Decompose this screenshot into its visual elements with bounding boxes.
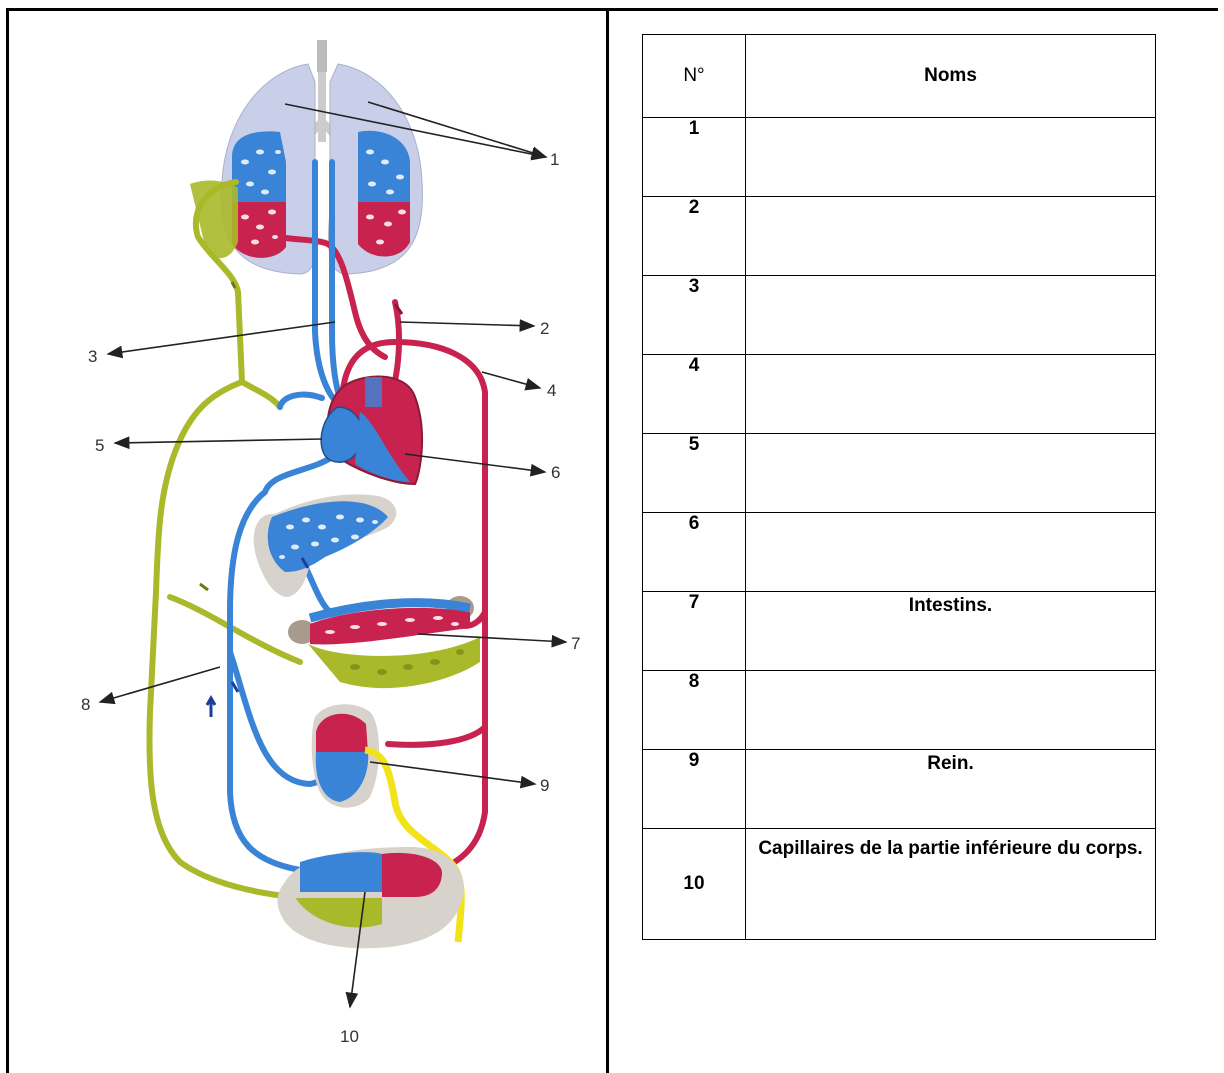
row-number: 10: [643, 829, 746, 940]
frame-divider: [606, 8, 609, 1073]
row-name-cell[interactable]: [746, 434, 1156, 513]
row-name-cell[interactable]: [746, 671, 1156, 750]
row-name-cell: Rein.: [746, 750, 1156, 829]
lower-body-capillaries: [278, 847, 464, 948]
table-row: 7 Intestins.: [643, 592, 1156, 671]
row-name-cell: Intestins.: [746, 592, 1156, 671]
heart: [321, 376, 422, 484]
label-10: 10: [340, 1027, 359, 1046]
names-table: N° Noms 1 2 3 4 5 6 7 Intest: [642, 34, 1156, 940]
row-number: 5: [643, 434, 746, 513]
label-4: 4: [547, 381, 556, 400]
row-number: 1: [643, 118, 746, 197]
intestines: [288, 596, 480, 688]
row-number: 3: [643, 276, 746, 355]
row-number: 6: [643, 513, 746, 592]
table-row: 3: [643, 276, 1156, 355]
circulatory-svg: 1 2 3 4 5 6 7 8 9 10: [10, 12, 604, 1072]
label-7: 7: [571, 634, 580, 653]
label-5: 5: [95, 436, 104, 455]
row-number: 4: [643, 355, 746, 434]
frame-left-border: [6, 8, 9, 1073]
label-6: 6: [551, 463, 560, 482]
row-number: 2: [643, 197, 746, 276]
circulatory-diagram: 1 2 3 4 5 6 7 8 9 10: [10, 12, 604, 1072]
row-number: 7: [643, 592, 746, 671]
table-row: 1: [643, 118, 1156, 197]
label-8: 8: [81, 695, 90, 714]
label-9: 9: [540, 776, 549, 795]
row-name-cell[interactable]: [746, 197, 1156, 276]
header-names: Noms: [746, 35, 1156, 118]
row-number: 9: [643, 750, 746, 829]
row-name-cell[interactable]: [746, 118, 1156, 197]
table-row: 10 Capillaires de la partie inférieure d…: [643, 829, 1156, 940]
label-1: 1: [550, 150, 559, 169]
lungs: [222, 40, 423, 274]
table-row: 2: [643, 197, 1156, 276]
row-name-cell: Capillaires de la partie inférieure du c…: [746, 829, 1156, 940]
table-row: 6: [643, 513, 1156, 592]
row-number: 8: [643, 671, 746, 750]
table-row: 4: [643, 355, 1156, 434]
table-header-row: N° Noms: [643, 35, 1156, 118]
frame-top-border: [6, 8, 1218, 11]
label-2: 2: [540, 319, 549, 338]
liver: [254, 494, 397, 597]
table-row: 8: [643, 671, 1156, 750]
row-name-cell[interactable]: [746, 276, 1156, 355]
row-name-cell[interactable]: [746, 513, 1156, 592]
table-row: 5: [643, 434, 1156, 513]
table-row: 9 Rein.: [643, 750, 1156, 829]
row-name-cell[interactable]: [746, 355, 1156, 434]
label-3: 3: [88, 347, 97, 366]
header-number: N°: [643, 35, 746, 118]
